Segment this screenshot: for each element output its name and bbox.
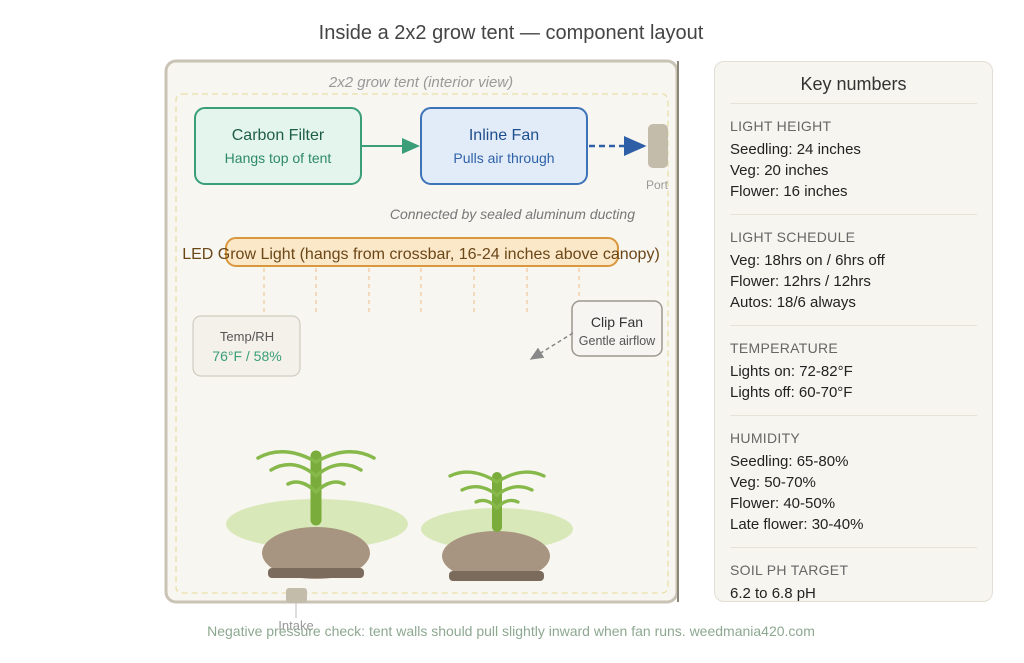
plant-left — [226, 450, 408, 579]
section-title: Humidity — [730, 430, 801, 446]
section-light-height: Light height Seedling: 24 inches Veg: 20… — [730, 104, 977, 215]
section-line: Flower: 16 inches — [730, 183, 848, 200]
section-line: Flower: 40-50% — [730, 495, 836, 512]
section-title: Soil pH target — [730, 562, 849, 578]
intake-port — [286, 588, 307, 603]
section-line: Late flower: 30-40% — [730, 516, 864, 533]
exhaust-port — [648, 124, 668, 168]
panel-title: Key numbers — [730, 62, 977, 104]
temp-rh-sensor — [192, 315, 301, 377]
temp-rh-title: Temp/RH — [220, 329, 274, 344]
plant-leaves — [448, 470, 546, 510]
plant-pot — [262, 527, 370, 579]
section-line: Veg: 20 inches — [730, 162, 829, 179]
section-title: Temperature — [730, 340, 839, 356]
section-soil-ph: Soil pH target 6.2 to 6.8 pH — [730, 548, 977, 616]
section-line: Flower: 12hrs / 12hrs — [730, 273, 871, 290]
tent-interior-dashed — [175, 93, 669, 594]
section-light-schedule: Light schedule Veg: 18hrs on / 6hrs off … — [730, 215, 977, 326]
intake-label: Intake — [278, 618, 313, 633]
inline-fan-subtitle: Pulls air through — [453, 150, 554, 166]
plant-pot — [442, 531, 550, 581]
plant-leaves — [256, 450, 376, 494]
tent-label: 2x2 grow tent (interior view) — [328, 74, 513, 91]
section-line: Seedling: 24 inches — [730, 141, 861, 158]
section-line: Seedling: 65-80% — [730, 453, 849, 470]
inline-fan-box — [420, 107, 588, 185]
section-temperature: Temperature Lights on: 72-82°F Lights of… — [730, 326, 977, 416]
carbon-filter-subtitle: Hangs top of tent — [225, 150, 332, 166]
ducting-note: Connected by sealed aluminum ducting — [390, 206, 635, 222]
section-line: Lights on: 72-82°F — [730, 363, 853, 380]
section-line: Autos: 18/6 always — [730, 294, 856, 311]
section-humidity: Humidity Seedling: 65-80% Veg: 50-70% Fl… — [730, 416, 977, 548]
carbon-filter-box — [194, 107, 362, 185]
section-line: Lights off: 60-70°F — [730, 384, 853, 401]
plant-pot-base — [268, 568, 364, 578]
section-line: Veg: 50-70% — [730, 474, 816, 491]
temp-rh-value: 76°F / 58% — [212, 348, 281, 364]
footer-note: Negative pressure check: tent walls shou… — [207, 623, 815, 639]
clip-fan-title: Clip Fan — [591, 314, 643, 330]
clip-fan-airflow-arrow — [529, 332, 574, 360]
led-grow-light — [225, 237, 619, 267]
diagram-title: Inside a 2x2 grow tent — component layou… — [319, 22, 704, 44]
key-numbers-panel: Key numbers Light height Seedling: 24 in… — [714, 61, 993, 602]
clip-fan-subtitle: Gentle airflow — [579, 334, 656, 348]
section-title: Light height — [730, 118, 832, 134]
section-title: Light schedule — [730, 229, 856, 245]
section-line: Veg: 18hrs on / 6hrs off — [730, 252, 885, 269]
inline-fan-title: Inline Fan — [469, 127, 539, 144]
carbon-filter-title: Carbon Filter — [232, 127, 325, 144]
plant-pot-base — [449, 571, 544, 581]
led-grow-light-label: LED Grow Light (hangs from crossbar, 16-… — [182, 246, 660, 263]
section-line: 6.2 to 6.8 pH — [730, 585, 816, 602]
port-label: Port — [646, 178, 669, 192]
plant-right — [421, 470, 573, 581]
clip-fan — [571, 300, 663, 357]
